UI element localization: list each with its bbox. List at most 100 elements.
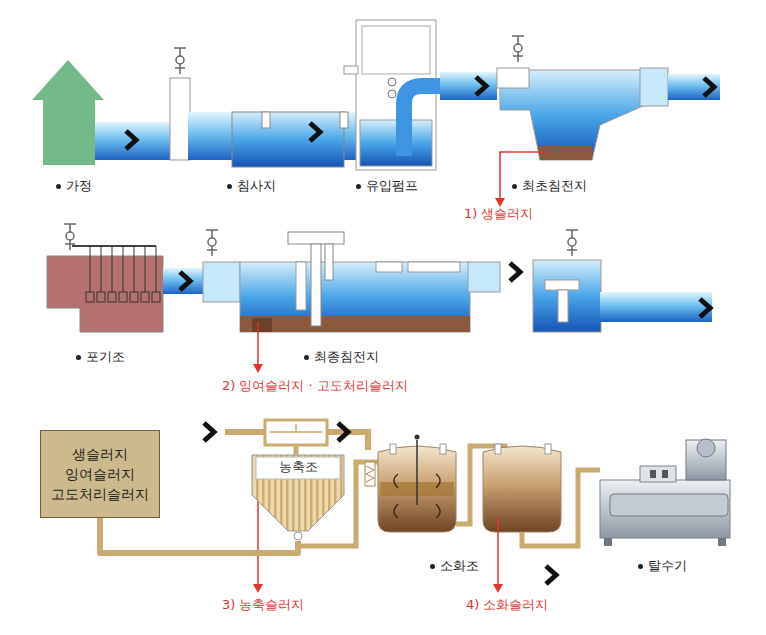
grit-riser: [170, 78, 190, 160]
bullet-dot: [512, 184, 517, 189]
leader-head: [495, 198, 505, 207]
bullet-dot: [430, 564, 435, 569]
leader-head: [253, 584, 263, 593]
inflow-pipe: [95, 122, 175, 160]
feed-baffle: [296, 262, 306, 310]
unit-label: 최종침전지: [314, 349, 379, 365]
outlet-weir: [468, 262, 500, 292]
pump-outlet-pipe: [440, 72, 497, 100]
final-clarifier: [240, 262, 470, 332]
leader-line: [257, 322, 259, 366]
unit-label: 침사지: [237, 178, 276, 194]
sludge-pipe: [225, 429, 265, 435]
pump-symbol: [388, 78, 396, 86]
motor-cap: [697, 439, 715, 457]
aeration-tank: [47, 256, 163, 332]
sludge-pipe: [294, 445, 299, 455]
contact-baffle: [558, 290, 568, 322]
sludge-callout: 2) 잉여슬러지 · 고도처리슬러지: [222, 378, 408, 394]
sludge-pipe: [100, 518, 298, 553]
unit-label: 소화조: [440, 558, 479, 574]
nozzle: [440, 444, 446, 454]
scraper-drive: [288, 232, 344, 244]
effluent-pipe: [600, 292, 712, 322]
contact-baffle: [545, 280, 579, 290]
sludge-pipe: [522, 470, 600, 546]
outlet-weir: [640, 68, 668, 106]
thickener-tank: 농축조: [250, 453, 346, 541]
sludge-callout: 4) 소화슬러지: [466, 597, 548, 613]
digester-tank: [483, 446, 561, 532]
node-text: 농축조: [250, 459, 346, 475]
inlet-box: [203, 262, 240, 302]
node-text: 생슬러지 잉여슬러지 고도처리슬러지: [50, 444, 150, 504]
unit-label: 유입펌프: [366, 178, 418, 194]
machine-leg: [604, 538, 612, 546]
nozzle: [545, 444, 551, 454]
flow-arrow: [510, 263, 520, 281]
launder: [376, 262, 402, 272]
unit-label: 탈수기: [648, 558, 687, 574]
scraper-shaft: [311, 244, 321, 326]
nozzle: [390, 444, 396, 454]
screw-press: [610, 494, 728, 516]
thickener-outlet: [294, 532, 302, 540]
sludge-callout: 3) 농축슬러지: [222, 597, 304, 613]
bullet-dot: [638, 564, 643, 569]
unit-label: 포기조: [86, 349, 125, 365]
bullet-dot: [227, 184, 232, 189]
sludge-source-box: 생슬러지 잉여슬러지 고도처리슬러지: [40, 430, 160, 518]
grit-baffle: [340, 112, 348, 128]
valve-symbol: [206, 230, 218, 256]
valve-symbol: [566, 230, 578, 256]
air-manifold: [72, 245, 156, 247]
screen-box: [265, 420, 327, 445]
air-diffusers: [86, 246, 160, 302]
flow-arrow: [546, 566, 556, 584]
nozzle: [495, 444, 501, 454]
leader-line: [497, 516, 499, 586]
inlet-box: [497, 68, 529, 88]
machine-detail: [662, 470, 668, 478]
sludge-pit: [252, 318, 272, 332]
flow-arrow: [180, 272, 190, 290]
unit-label: 최초침전지: [522, 178, 587, 194]
flow-arrow: [310, 123, 320, 141]
flow-arrow: [476, 77, 486, 95]
settled-sludge: [240, 316, 470, 332]
leader-line: [257, 492, 259, 586]
launder: [408, 262, 460, 272]
unit-label: 가정: [66, 178, 92, 194]
flow-arrow: [700, 299, 710, 317]
valve-symbol: [512, 36, 524, 62]
contact-tank: [533, 260, 601, 332]
valve-symbol: [174, 48, 186, 74]
heater-coil: [366, 466, 374, 482]
flow-arrow: [126, 131, 136, 149]
flow-arrow: [338, 423, 348, 441]
pump-room: [362, 26, 430, 74]
mixer-shaft: [416, 440, 418, 505]
pump-detail: [344, 66, 358, 74]
bullet-dot: [304, 355, 309, 360]
dewatering-machine: [600, 480, 730, 538]
sludge-callout: 1) 생슬러지: [464, 206, 533, 222]
drive-motor: [686, 440, 726, 480]
grit-chamber: [232, 112, 344, 167]
mixing-arrows: [394, 474, 440, 518]
grit-baffle: [262, 112, 270, 128]
house-arrow: [32, 60, 104, 165]
leader-head: [253, 364, 263, 373]
bullet-dot: [76, 355, 81, 360]
heater: [365, 462, 375, 486]
outlet-pipe: [668, 74, 720, 100]
raw-sludge: [538, 146, 593, 160]
aeration-outlet-pipe: [163, 268, 205, 294]
flow-arrow: [704, 78, 714, 96]
screen-detail: [295, 424, 297, 432]
bullet-dot: [56, 184, 61, 189]
flow-arrow: [204, 423, 214, 441]
